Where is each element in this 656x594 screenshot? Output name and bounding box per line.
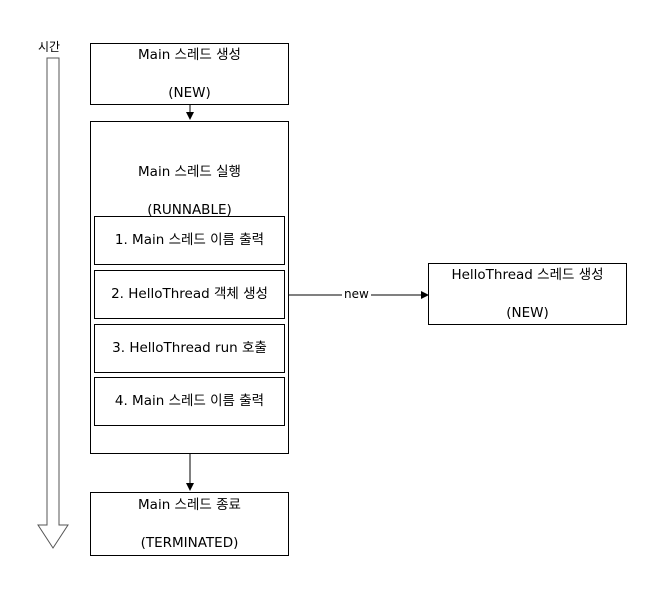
main-thread-run-state: (RUNNABLE): [147, 202, 232, 218]
main-thread-run-title: Main 스레드 실행: [138, 164, 241, 180]
hellothread-new-title: HelloThread 스레드 생성: [451, 266, 604, 283]
main-thread-end-node: Main 스레드 종료 (TERMINATED): [90, 492, 289, 556]
hellothread-new-node: HelloThread 스레드 생성 (NEW): [428, 263, 627, 325]
hellothread-new-state: (NEW): [506, 304, 549, 321]
edge-new-label: new: [342, 286, 371, 303]
step-2: 2. HelloThread 객체 생성: [94, 270, 285, 319]
time-label: 시간: [38, 40, 61, 54]
step-3: 3. HelloThread run 호출: [94, 324, 285, 373]
step-4: 4. Main 스레드 이름 출력: [94, 377, 285, 426]
step-1: 1. Main 스레드 이름 출력: [94, 216, 285, 265]
main-thread-new-node: Main 스레드 생성 (NEW): [90, 43, 289, 105]
time-arrow-icon: [37, 57, 69, 549]
main-thread-end-state: (TERMINATED): [140, 534, 239, 551]
main-thread-new-state: (NEW): [168, 84, 211, 101]
main-thread-end-title: Main 스레드 종료: [138, 496, 241, 513]
main-thread-new-title: Main 스레드 생성: [138, 46, 241, 63]
